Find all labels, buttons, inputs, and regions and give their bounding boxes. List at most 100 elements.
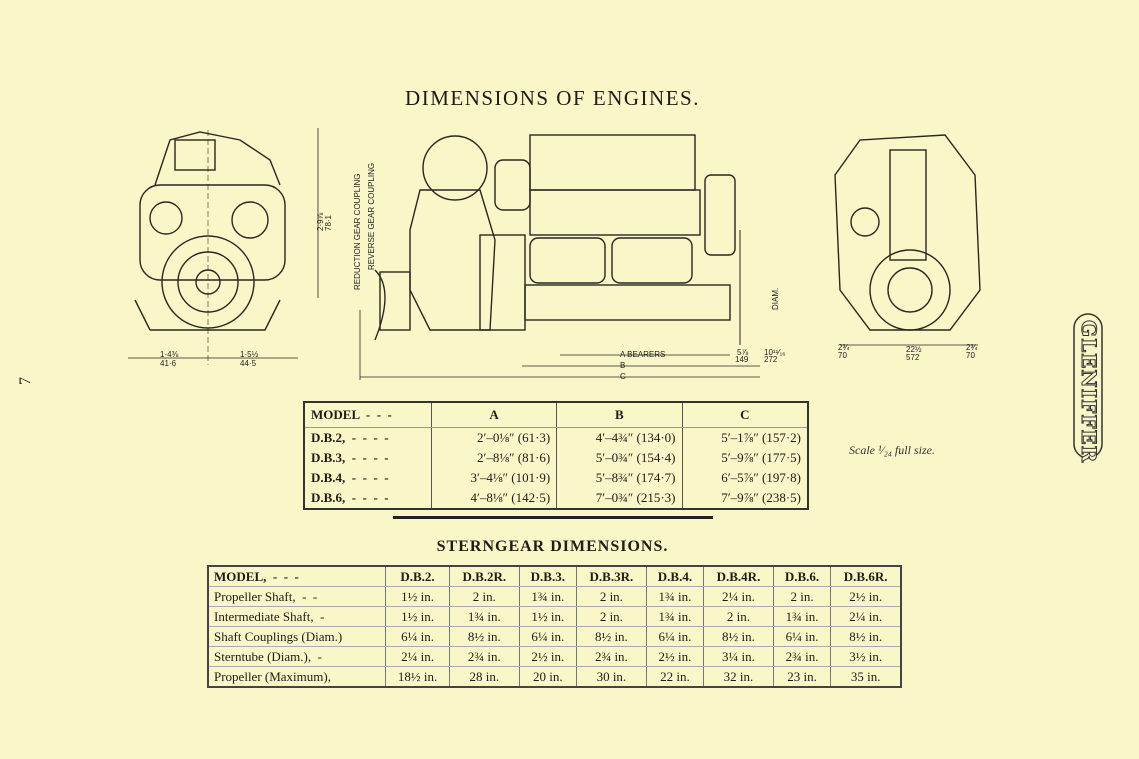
dim-label: 10¹¹⁄₁₆ <box>764 348 786 357</box>
table-row: Shaft Couplings (Diam.)6¼ in.8½ in.6¼ in… <box>208 626 901 647</box>
dim-label: 2¾ <box>838 343 849 352</box>
value-cell: 35 in. <box>830 666 901 688</box>
value-cell: 1¾ in. <box>518 586 577 607</box>
dim-a-label: A BEARERS <box>620 350 665 359</box>
a-cell: 2′–0⅛″ (61·3) <box>430 427 557 448</box>
divider <box>393 516 713 519</box>
row-label: Propeller (Maximum), <box>208 666 386 688</box>
model-cell: D.B.4, - - - - <box>311 470 389 485</box>
c-cell: 5′–1⅞″ (157·2) <box>681 427 808 448</box>
value-cell: 28 in. <box>449 666 520 688</box>
b-cell: 5′–0¾″ (154·4) <box>556 448 683 468</box>
dim-label: 2·9⅞ <box>316 212 325 231</box>
drawing-label: REVERSE GEAR COUPLING <box>367 163 376 270</box>
value-cell: 2 in. <box>576 586 647 607</box>
value-cell: 2 in. <box>703 606 774 627</box>
side-view-drawing <box>359 134 760 380</box>
value-cell: 6¼ in. <box>645 626 704 647</box>
table-row: D.B.3, - - - - 2′–8⅛″ (81·6)5′–0¾″ (154·4… <box>304 448 808 468</box>
model-cell: D.B.2, - - - - <box>311 430 389 445</box>
dim-label: 41·6 <box>160 359 177 368</box>
column-header-model-variant: D.B.4R. <box>703 566 774 587</box>
value-cell: 8½ in. <box>830 626 901 647</box>
column-header-model-variant: D.B.6R. <box>830 566 901 587</box>
dim-label: 2¾ <box>966 343 977 352</box>
value-cell: 32 in. <box>703 666 774 688</box>
row-label: Propeller Shaft, - - <box>208 586 386 607</box>
column-header-model-variant: D.B.2R. <box>449 566 520 587</box>
dim-label: 572 <box>906 353 920 362</box>
c-cell: 6′–5⅞″ (197·8) <box>681 468 808 488</box>
table-row: Propeller (Maximum),18½ in.28 in.20 in.3… <box>208 666 901 688</box>
c-cell: 5′–9⅞″ (177·5) <box>681 448 808 468</box>
model-cell: D.B.6, - - - - <box>311 490 389 505</box>
value-cell: 1½ in. <box>385 586 450 607</box>
value-cell: 22 in. <box>645 666 704 688</box>
value-cell: 2¾ in. <box>449 646 520 667</box>
dim-label: 70 <box>966 351 975 360</box>
column-header-model-variant: D.B.4. <box>645 566 704 587</box>
value-cell: 2½ in. <box>830 586 901 607</box>
table-row: Intermediate Shaft, -1½ in.1¾ in.1½ in.2… <box>208 606 901 627</box>
value-cell: 3½ in. <box>830 646 901 667</box>
value-cell: 6¼ in. <box>385 626 450 647</box>
row-label: Intermediate Shaft, - <box>208 606 386 627</box>
value-cell: 2 in. <box>772 586 831 607</box>
value-cell: 1½ in. <box>385 606 450 627</box>
table-row: Sterntube (Diam.), -2¼ in.2¾ in.2½ in.2¾… <box>208 646 901 667</box>
row-label: Sterntube (Diam.), - <box>208 646 386 667</box>
value-cell: 8½ in. <box>576 626 647 647</box>
dim-label: 272 <box>764 355 778 364</box>
value-cell: 1½ in. <box>518 606 577 627</box>
dim-label: 44·5 <box>240 359 257 368</box>
value-cell: 30 in. <box>576 666 647 688</box>
column-header-model-variant: D.B.2. <box>385 566 450 587</box>
column-header-model: MODEL - - - <box>304 402 432 428</box>
value-cell: 1¾ in. <box>645 586 704 607</box>
dim-label: 78·1 <box>324 214 333 231</box>
column-header-b: B <box>556 402 683 428</box>
engine-dimensions-table: MODEL - - - A B C D.B.2, - - - - 2′–0⅛″ (… <box>303 401 809 510</box>
value-cell: 23 in. <box>772 666 831 688</box>
table-row: D.B.6, - - - -4′–8⅛″ (142·5)7′–0¾″ (215·… <box>304 488 808 509</box>
dim-label: 70 <box>838 351 847 360</box>
b-cell: 7′–0¾″ (215·3) <box>556 488 683 509</box>
engine-drawings: 1·4⅜ 41·6 1·5½ 44·5 2·9⅞ 78·1 A BEARERS … <box>128 128 981 381</box>
drawing-label: DIAM. <box>771 288 780 310</box>
column-header-model-variant: D.B.3. <box>518 566 577 587</box>
a-cell: 2′–8⅛″ (81·6) <box>430 448 557 468</box>
table-header-row: MODEL, - - -D.B.2.D.B.2R.D.B.3.D.B.3R.D.… <box>208 566 901 587</box>
value-cell: 1¾ in. <box>645 606 704 627</box>
value-cell: 2¾ in. <box>772 646 831 667</box>
model-cell: D.B.3, - - - - <box>311 450 389 465</box>
table-row: Propeller Shaft, - -1½ in.2 in.1¾ in.2 i… <box>208 586 901 607</box>
value-cell: 2½ in. <box>645 646 704 667</box>
dim-b-label: B <box>620 361 625 370</box>
value-cell: 18½ in. <box>385 666 450 688</box>
value-cell: 2¼ in. <box>830 606 901 627</box>
value-cell: 8½ in. <box>449 626 520 647</box>
value-cell: 2½ in. <box>518 646 577 667</box>
svg-text:GLENIFFER: GLENIFFER <box>1077 320 1101 463</box>
scale-note: Scale ¹⁄₂₄ full size. <box>849 443 935 457</box>
a-cell: 3′–4⅛″ (101·9) <box>430 468 557 488</box>
gleniffer-logo: GLENIFFER <box>1073 313 1103 464</box>
value-cell: 2¾ in. <box>576 646 647 667</box>
value-cell: 2¼ in. <box>703 586 774 607</box>
value-cell: 2 in. <box>449 586 520 607</box>
dim-label: 5⅞ <box>737 348 748 357</box>
sterngear-table: MODEL, - - -D.B.2.D.B.2R.D.B.3.D.B.3R.D.… <box>207 565 902 688</box>
table-header-row: MODEL - - - A B C <box>304 402 808 428</box>
value-cell: 20 in. <box>518 666 577 688</box>
value-cell: 6¼ in. <box>518 626 577 647</box>
value-cell: 3¼ in. <box>703 646 774 667</box>
page-title: DIMENSIONS OF ENGINES. <box>405 86 700 110</box>
value-cell: 2¼ in. <box>385 646 450 667</box>
column-header-model-variant: D.B.3R. <box>576 566 647 587</box>
value-cell: 8½ in. <box>703 626 774 647</box>
row-label: Shaft Couplings (Diam.) <box>208 626 386 647</box>
drawing-label: REDUCTION GEAR COUPLING <box>353 174 362 290</box>
value-cell: 1¾ in. <box>449 606 520 627</box>
dim-label: 149 <box>735 355 749 364</box>
c-cell: 7′–9⅞″ (238·5) <box>681 488 808 509</box>
